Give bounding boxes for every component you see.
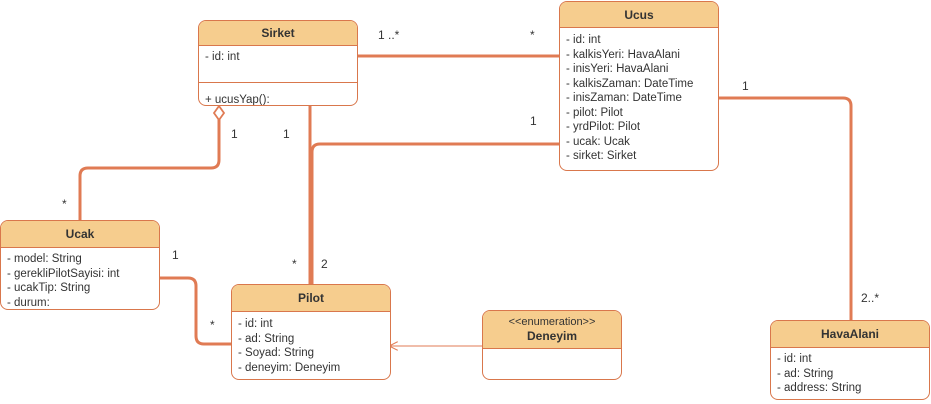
attribute: - deneyim: Deneyim bbox=[238, 361, 341, 374]
class-sirket-operations: + ucusYap(): bbox=[199, 83, 357, 106]
enum-stereotype: <<enumeration>> bbox=[508, 316, 596, 328]
multiplicity-ucak-pilot-right: * bbox=[210, 318, 215, 332]
class-ucus-attributes: - id: int - kalkisYeri: HavaAlani - inis… bbox=[560, 28, 718, 166]
class-pilot-attributes: - id: int - ad: String - Soyad: String -… bbox=[232, 312, 390, 377]
attribute: - kalkisZaman: DateTime bbox=[566, 77, 694, 90]
attribute: - ucakTip: String bbox=[7, 282, 91, 294]
aggregation-diamond-icon bbox=[212, 104, 226, 122]
multiplicity-sirket-ucak-bottom: * bbox=[62, 197, 67, 211]
ucak-pilot-association[interactable] bbox=[159, 276, 231, 346]
attribute: - id: int bbox=[238, 318, 273, 330]
class-havaalani-name: HavaAlani bbox=[771, 321, 929, 348]
class-ucus-name: Ucus bbox=[560, 2, 718, 28]
class-sirket-name: Sirket bbox=[199, 21, 357, 46]
multiplicity-sirket-ucak-top: 1 bbox=[231, 127, 238, 141]
attribute: - ucak: Ucak bbox=[566, 135, 630, 148]
class-ucus[interactable]: Ucus - id: int - kalkisYeri: HavaAlani -… bbox=[559, 1, 719, 171]
class-ucak-name: Ucak bbox=[1, 221, 159, 248]
class-sirket[interactable]: Sirket - id: int + ucusYap(): bbox=[198, 20, 358, 106]
multiplicity-sirket-pilot-top: 1 bbox=[283, 127, 290, 141]
sirket-ucak-aggregation[interactable] bbox=[78, 119, 221, 220]
class-havaalani-attributes: - id: int - ad: String - address: String bbox=[771, 348, 929, 398]
multiplicity-ucus-havaalani-top: 1 bbox=[742, 79, 749, 93]
attribute: - durum: bbox=[7, 296, 50, 309]
attribute: - yrdPilot: Pilot bbox=[566, 121, 641, 133]
enum-deneyim-name: Deneyim bbox=[526, 329, 578, 343]
operation: + ucusYap(): bbox=[205, 94, 270, 106]
attribute: - sirket: Sirket bbox=[566, 150, 637, 162]
attribute: - id: int bbox=[777, 353, 812, 365]
multiplicity-ucus-pilot-bottom: 2 bbox=[321, 257, 328, 271]
multiplicity-ucus-pilot-top: 1 bbox=[530, 114, 537, 128]
class-pilot[interactable]: Pilot - id: int - ad: String - Soyad: St… bbox=[231, 284, 391, 380]
attribute: - kalkisYeri: HavaAlani bbox=[566, 48, 680, 61]
attribute: - id: int bbox=[566, 34, 601, 46]
attribute: - gerekliPilotSayisi: int bbox=[7, 267, 120, 280]
class-ucak-attributes: - model: String - gerekliPilotSayisi: in… bbox=[1, 248, 159, 309]
attribute: - address: String bbox=[777, 382, 862, 394]
attribute: - id: int bbox=[205, 51, 240, 63]
attribute: - Soyad: String bbox=[238, 347, 315, 359]
multiplicity-ucus-havaalani-bottom: 2..* bbox=[861, 291, 880, 305]
class-pilot-name: Pilot bbox=[232, 285, 390, 312]
enum-deneyim-header: <<enumeration>> Deneyim bbox=[483, 311, 621, 349]
class-ucak[interactable]: Ucak - model: String - gerekliPilotSayis… bbox=[0, 220, 160, 310]
attribute: - inisZaman: DateTime bbox=[566, 92, 682, 104]
attribute: - ad: String bbox=[777, 367, 834, 380]
multiplicity-ucak-pilot-left: 1 bbox=[172, 248, 179, 262]
attribute: - pilot: Pilot bbox=[566, 106, 623, 119]
multiplicity-sirket-pilot-bottom: * bbox=[292, 257, 297, 271]
ucus-pilot-association[interactable] bbox=[310, 142, 560, 285]
enum-deneyim[interactable]: <<enumeration>> Deneyim bbox=[482, 310, 622, 380]
class-sirket-attributes: - id: int bbox=[199, 46, 357, 83]
attribute: - model: String bbox=[7, 253, 82, 265]
ucus-havaalani-association[interactable] bbox=[718, 96, 853, 322]
class-havaalani[interactable]: HavaAlani - id: int - ad: String - addre… bbox=[770, 320, 930, 400]
attribute: - ad: String bbox=[238, 332, 295, 345]
multiplicity-sirket-ucus-left: 1 ..* bbox=[378, 28, 400, 42]
attribute: - inisYeri: HavaAlani bbox=[566, 63, 669, 75]
multiplicity-sirket-ucus-right: * bbox=[530, 28, 535, 42]
